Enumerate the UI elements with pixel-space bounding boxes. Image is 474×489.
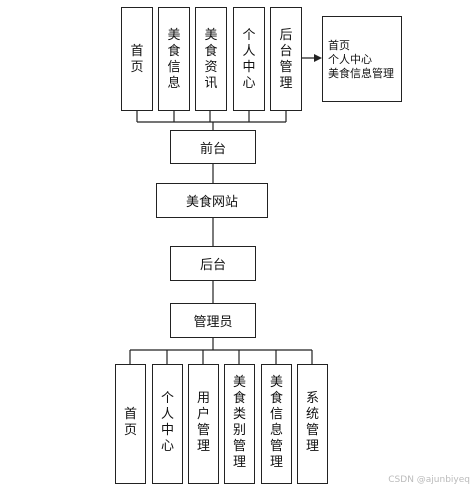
food-site-node: 美食网站 [156, 183, 268, 218]
bottom-item-system-mgmt-label: 系 统 管 理 [305, 391, 319, 454]
bottom-item-user-mgmt: 用 户 管 理 [188, 364, 219, 484]
admin-node: 管理员 [170, 303, 256, 338]
top-item-backend-mgmt-label: 后 台 管 理 [279, 28, 293, 91]
bottom-item-home: 首 页 [115, 364, 146, 484]
bottom-item-user-mgmt-label: 用 户 管 理 [196, 391, 210, 454]
frontend-label: 前台 [199, 141, 226, 157]
top-item-food-news-label: 美 食 资 讯 [204, 28, 218, 91]
top-item-backend-mgmt: 后 台 管 理 [270, 7, 302, 111]
food-site-label: 美食网站 [185, 195, 238, 210]
bottom-item-food-category-mgmt: 美 食 类 别 管 理 [224, 364, 255, 484]
top-item-food-info-label: 美 食 信 息 [167, 28, 181, 91]
watermark: CSDN @ajunbiyeq [388, 475, 470, 485]
top-item-home: 首 页 [121, 7, 153, 111]
frontend-node: 前台 [170, 130, 256, 164]
bottom-item-home-label: 首 页 [123, 407, 137, 438]
backend-callout-text: 首页 个人中心 美食信息管理 [328, 39, 394, 80]
top-item-food-info: 美 食 信 息 [158, 7, 190, 111]
bottom-item-food-info-mgmt-label: 美 食 信 息 管 理 [269, 375, 283, 470]
top-item-personal-center: 个 人 中 心 [233, 7, 265, 111]
bottom-item-system-mgmt: 系 统 管 理 [297, 364, 328, 484]
backend-callout-box: 首页 个人中心 美食信息管理 [322, 16, 402, 102]
top-item-home-label: 首 页 [130, 44, 144, 75]
backend-node: 后台 [170, 246, 256, 281]
admin-label: 管理员 [193, 315, 233, 330]
bottom-item-food-category-mgmt-label: 美 食 类 别 管 理 [232, 375, 246, 470]
bottom-item-personal-center-label: 个 人 中 心 [160, 391, 174, 454]
top-item-personal-center-label: 个 人 中 心 [242, 28, 256, 91]
bottom-item-food-info-mgmt: 美 食 信 息 管 理 [261, 364, 292, 484]
top-item-food-news: 美 食 资 讯 [195, 7, 227, 111]
backend-label: 后台 [199, 258, 226, 273]
bottom-item-personal-center: 个 人 中 心 [152, 364, 183, 484]
